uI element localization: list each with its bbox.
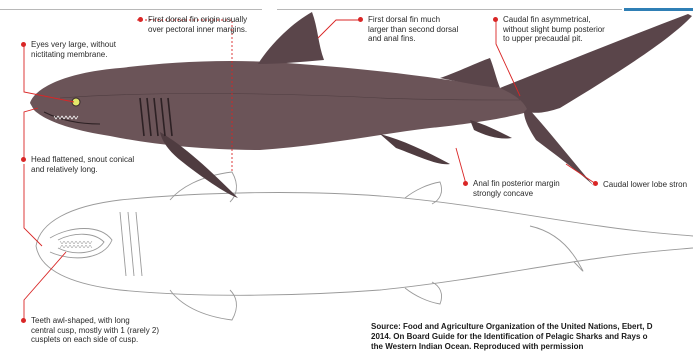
dot-eyes [21,42,26,47]
leader-head [24,108,38,160]
dot-first-dorsal-origin [138,17,143,22]
annotation-teeth: Teeth awl-shaped, with long central cusp… [31,316,159,345]
leader-caudal-lower [566,164,596,184]
leader-first-dorsal-size [318,20,360,38]
annotation-first-dorsal-size: First dorsal fin much larger than second… [368,15,458,44]
leader-head-ventral [24,164,42,246]
annotation-caudal-asym: Caudal fin asymmetrical, without slight … [503,15,605,44]
dot-caudal-lower [593,181,598,186]
leader-teeth [24,252,66,320]
dot-teeth [21,318,26,323]
dot-head [21,157,26,162]
dot-first-dorsal-size [358,17,363,22]
caudal-fin-lower [524,108,594,186]
leader-anal-fin [456,148,466,184]
annotation-first-dorsal-origin: First dorsal fin origin usually over pec… [148,15,247,34]
pelvic-fin [380,134,450,164]
source-credit: Source: Food and Agriculture Organizatio… [371,322,693,352]
dot-anal-fin [463,181,468,186]
annotation-head: Head flattened, snout conical and relati… [31,155,134,174]
first-dorsal-fin [258,12,324,64]
ventral-teeth-detail [60,241,92,248]
annotation-anal-fin: Anal fin posterior margin strongly conca… [473,179,560,198]
ventral-view-outline [36,172,693,320]
anal-fin [470,120,512,139]
annotation-caudal-lower: Caudal lower lobe stron [603,180,687,190]
dot-caudal-asym [493,17,498,22]
annotation-eyes: Eyes very large, without nictitating mem… [31,40,116,59]
